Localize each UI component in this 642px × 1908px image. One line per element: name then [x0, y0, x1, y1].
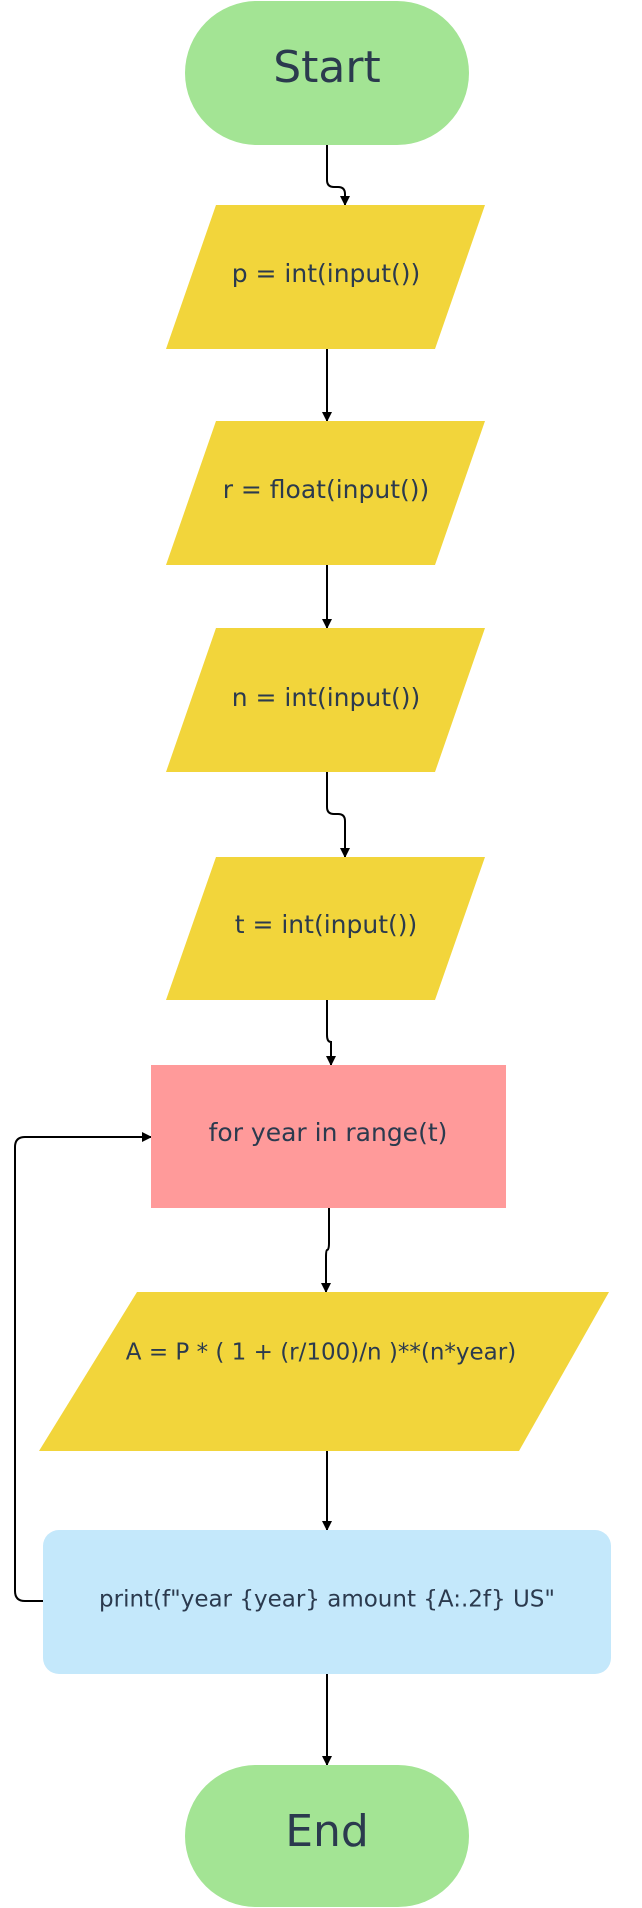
print-shape	[43, 1530, 611, 1674]
start-label: Start	[273, 42, 381, 93]
compute-shape	[39, 1292, 609, 1451]
input-r-node: r = float(input())	[166, 421, 485, 565]
compute-label: A = P * ( 1 + (r/100)/n )**(n*year)	[126, 1340, 516, 1366]
input-n-shape	[166, 628, 485, 772]
input-p-node: p = int(input())	[166, 205, 485, 349]
input-t-label: t = int(input())	[235, 910, 418, 939]
loop-node: for year in range(t)	[151, 1065, 506, 1208]
edge-input-t-to-loop	[326, 1000, 336, 1066]
edge-loop-to-compute	[321, 1208, 331, 1293]
edge-start-to-input-p	[326, 145, 350, 206]
input-n-node: n = int(input())	[166, 628, 485, 772]
edge-input-n-to-input-t	[326, 772, 350, 858]
end-node: End	[185, 1765, 469, 1907]
end-shape	[185, 1765, 469, 1907]
input-p-shape	[166, 205, 485, 349]
edge-print-loopback-to-loop	[14, 1132, 152, 1602]
loop-shape	[151, 1065, 506, 1208]
start-shape	[185, 1, 469, 145]
input-n-label: n = int(input())	[232, 683, 421, 712]
print-label: print(f"year {year} amount {A:.2f} US"	[99, 1587, 555, 1613]
start-node: Start	[185, 1, 469, 145]
input-r-shape	[166, 421, 485, 565]
loop-label: for year in range(t)	[209, 1118, 448, 1147]
input-t-shape	[166, 857, 485, 1000]
end-label: End	[285, 1806, 369, 1857]
input-t-node: t = int(input())	[166, 857, 485, 1000]
print-node: print(f"year {year} amount {A:.2f} US"	[43, 1530, 611, 1674]
input-r-label: r = float(input())	[223, 475, 430, 504]
compute-node: A = P * ( 1 + (r/100)/n )**(n*year)	[39, 1292, 609, 1451]
input-p-label: p = int(input())	[232, 259, 421, 288]
